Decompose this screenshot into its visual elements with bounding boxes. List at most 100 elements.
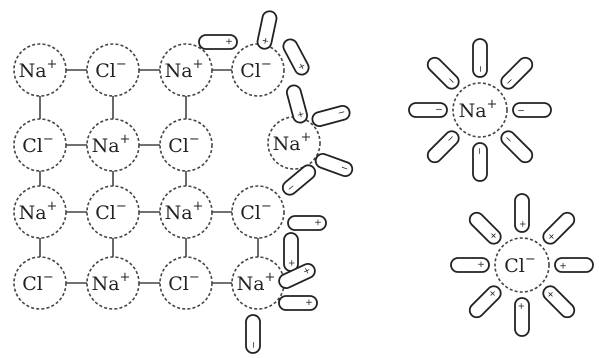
water-molecule: + bbox=[514, 297, 530, 337]
water-capsule bbox=[472, 142, 488, 182]
water-molecule: + bbox=[198, 34, 238, 50]
sodium-ion: Na+ bbox=[86, 256, 140, 310]
water-capsule bbox=[542, 285, 576, 319]
water-molecule: − bbox=[426, 56, 460, 90]
ion-symbol: Na bbox=[92, 135, 120, 157]
water-capsule bbox=[245, 314, 261, 354]
hydrated-chloride-ion: ++++++++Cl− bbox=[450, 193, 594, 337]
hydrated-chloride-ion-core: Cl− bbox=[494, 237, 550, 293]
water-molecule: − bbox=[472, 38, 488, 78]
water-molecule: + bbox=[287, 215, 327, 231]
water-dipole-sign: + bbox=[516, 302, 526, 310]
water-dipole-sign: + bbox=[305, 297, 313, 307]
ion-charge: + bbox=[120, 270, 131, 285]
ion-symbol: Cl bbox=[240, 202, 261, 224]
ion-label: Cl− bbox=[95, 57, 127, 82]
ion-circle bbox=[159, 185, 213, 239]
ion-label: Cl− bbox=[504, 252, 536, 277]
ion-charge: − bbox=[116, 199, 127, 214]
ion-charge: − bbox=[261, 57, 272, 72]
ion-circle bbox=[86, 256, 140, 310]
ion-circle bbox=[86, 118, 140, 172]
ion-charge: − bbox=[43, 132, 54, 147]
ion-label: Na+ bbox=[19, 57, 58, 82]
ion-symbol: Na bbox=[273, 133, 301, 155]
water-molecule: − bbox=[245, 314, 261, 354]
ion-charge: − bbox=[116, 57, 127, 72]
ion-label: Na+ bbox=[92, 132, 131, 157]
water-capsule bbox=[512, 102, 552, 118]
ion-charge: − bbox=[189, 270, 200, 285]
water-capsule bbox=[278, 295, 318, 311]
water-molecule: + bbox=[468, 211, 502, 245]
water-molecule: + bbox=[282, 38, 310, 76]
ion-symbol: Na bbox=[165, 202, 193, 224]
water-molecule: + bbox=[554, 257, 594, 273]
ion-symbol: Na bbox=[165, 60, 193, 82]
water-capsule bbox=[468, 211, 502, 245]
ion-label: Cl− bbox=[22, 132, 54, 157]
chloride-ion: Cl− bbox=[231, 43, 285, 97]
ion-charge: − bbox=[525, 252, 536, 267]
water-molecule: + bbox=[278, 295, 318, 311]
ion-symbol: Cl bbox=[240, 60, 261, 82]
water-capsule bbox=[450, 257, 490, 273]
chloride-ion: Cl− bbox=[13, 118, 67, 172]
water-capsule bbox=[468, 285, 502, 319]
water-capsule bbox=[426, 56, 460, 90]
water-dipole-sign: + bbox=[559, 262, 567, 272]
water-capsule bbox=[278, 263, 316, 289]
ion-label: Cl− bbox=[168, 270, 200, 295]
ion-symbol: Na bbox=[19, 60, 47, 82]
ion-label: Cl− bbox=[22, 270, 54, 295]
ion-label: Cl− bbox=[168, 132, 200, 157]
water-capsule bbox=[500, 56, 534, 90]
ion-label: Na+ bbox=[165, 57, 204, 82]
ion-circle bbox=[86, 43, 140, 97]
water-dipole-sign: + bbox=[519, 220, 529, 228]
water-capsule bbox=[281, 164, 317, 196]
water-molecules: ++++−−−++++− bbox=[198, 10, 354, 354]
water-molecule: − bbox=[281, 164, 317, 196]
water-molecule: − bbox=[512, 102, 552, 118]
ion-circle bbox=[494, 237, 550, 293]
water-capsule bbox=[285, 84, 309, 124]
ion-charge: − bbox=[189, 132, 200, 147]
water-capsule bbox=[472, 38, 488, 78]
water-dipole-sign: − bbox=[435, 104, 443, 114]
water-capsule bbox=[256, 10, 278, 50]
chloride-ion: Cl− bbox=[159, 118, 213, 172]
sodium-ion: Na+ bbox=[13, 43, 67, 97]
ion-charge: + bbox=[193, 199, 204, 214]
hydrated-sodium-ion-core: Na+ bbox=[452, 82, 508, 138]
ion-symbol: Cl bbox=[504, 255, 525, 277]
water-dipole-sign: + bbox=[314, 217, 322, 227]
ion-circle bbox=[231, 185, 285, 239]
ion-label: Cl− bbox=[240, 199, 272, 224]
ion-label: Na+ bbox=[165, 199, 204, 224]
water-capsule bbox=[426, 130, 460, 164]
lattice-bonds bbox=[39, 69, 259, 284]
water-molecule: + bbox=[256, 10, 278, 50]
hydrated-sodium-ion: −−−−−−−−Na+ bbox=[408, 38, 552, 182]
ion-charge: − bbox=[43, 270, 54, 285]
ion-circle bbox=[13, 185, 67, 239]
water-dipole-sign: + bbox=[295, 109, 307, 119]
ion-label: Na+ bbox=[459, 97, 498, 122]
ion-label: Cl− bbox=[95, 199, 127, 224]
ion-charge: − bbox=[261, 199, 272, 214]
water-dipole-sign: − bbox=[477, 65, 487, 73]
detached-sodium-ion: Na+ bbox=[267, 116, 321, 170]
ion-circle bbox=[13, 43, 67, 97]
sodium-ion: Na+ bbox=[13, 185, 67, 239]
ion-charge: + bbox=[487, 97, 498, 112]
water-molecule: − bbox=[426, 130, 460, 164]
ion-label: Na+ bbox=[92, 270, 131, 295]
water-molecule: − bbox=[314, 152, 354, 178]
water-molecule: + bbox=[468, 285, 502, 319]
water-molecule: − bbox=[472, 142, 488, 182]
water-capsule bbox=[554, 257, 594, 273]
chloride-ion: Cl− bbox=[159, 256, 213, 310]
water-molecule: − bbox=[408, 102, 448, 118]
